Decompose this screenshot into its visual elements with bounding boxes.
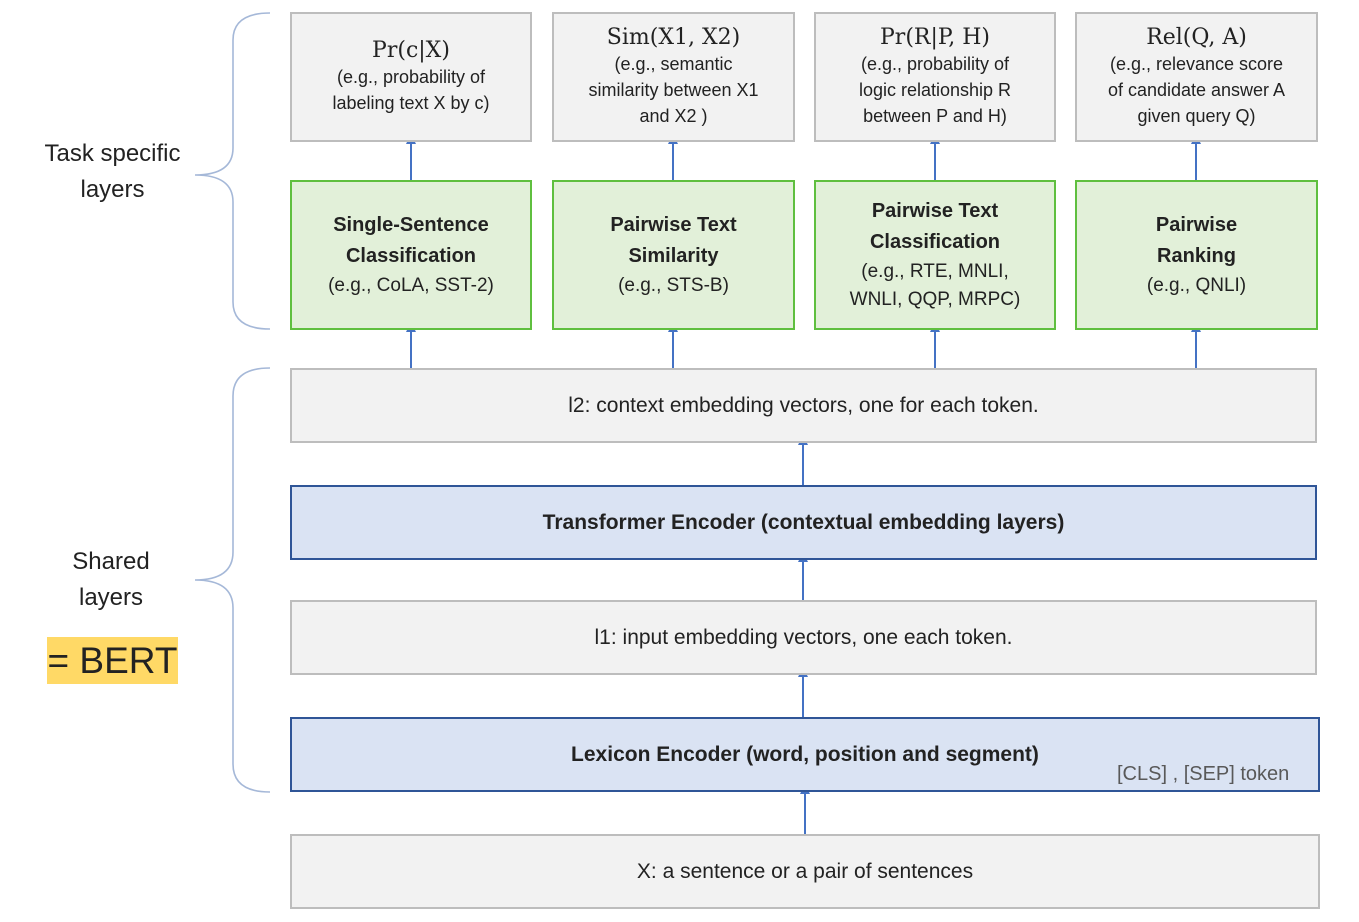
task-title-line: Classification — [869, 231, 1001, 253]
output-desc-line: between P and H) — [863, 106, 1007, 126]
task-example-line: (e.g., RTE, MNLI, — [861, 261, 1009, 282]
task-title-line: Similarity — [628, 245, 719, 267]
output-formula: Pr(c|X) — [372, 38, 450, 63]
output-box-classification: Pr(c|X) (e.g., probability of labeling t… — [290, 12, 532, 142]
task-example-line: (e.g., QNLI) — [1146, 275, 1247, 296]
lexicon-encoder-text: Lexicon Encoder (word, position and segm… — [571, 742, 1039, 766]
task-title-line: Ranking — [1157, 245, 1236, 267]
task-example-line: (e.g., CoLA, SST-2) — [328, 275, 494, 296]
task-title-line: Pairwise Text — [610, 214, 737, 236]
output-formula: Rel(Q, A) — [1146, 25, 1247, 50]
output-desc-line: similarity between X1 — [588, 80, 759, 100]
task-example-line: WNLI, QQP, MRPC) — [849, 289, 1021, 310]
output-desc-line: (e.g., probability of — [860, 54, 1010, 74]
task-box-pairwise-ranking: Pairwise Ranking (e.g., QNLI) — [1075, 180, 1318, 330]
lexicon-encoder-layer: Lexicon Encoder (word, position and segm… — [290, 717, 1320, 792]
output-desc-line: logic relationship R — [858, 80, 1012, 100]
context-embedding-text: l2: context embedding vectors, one for e… — [568, 393, 1039, 417]
output-desc-line: (e.g., semantic — [614, 54, 733, 74]
task-title-line: Pairwise Text — [871, 200, 999, 222]
task-example-line: (e.g., STS-B) — [618, 275, 729, 296]
shared-layers-label: Shared layers — [72, 548, 150, 611]
output-desc-line: labeling text X by c) — [332, 93, 490, 113]
task-box-single-sentence-classification: Single-Sentence Classification (e.g., Co… — [290, 180, 532, 330]
input-embedding-layer: l1: input embedding vectors, one each to… — [290, 600, 1317, 675]
output-desc-line: (e.g., probability of — [336, 67, 486, 87]
input-sentence-text: X: a sentence or a pair of sentences — [636, 859, 974, 883]
shared-brace — [194, 367, 271, 793]
task-title-line: Single-Sentence — [333, 214, 489, 236]
context-embedding-layer: l2: context embedding vectors, one for e… — [290, 368, 1317, 443]
bert-highlight-label: = BERT — [47, 637, 178, 684]
special-token-note: [CLS] , [SEP] token — [1117, 763, 1290, 785]
transformer-encoder-layer: Transformer Encoder (contextual embeddin… — [290, 485, 1317, 560]
task-specific-brace — [194, 12, 271, 330]
task-box-pairwise-text-classification: Pairwise Text Classification (e.g., RTE,… — [814, 180, 1056, 330]
output-desc-line: and X2 ) — [639, 106, 708, 126]
output-box-relevance: Rel(Q, A) (e.g., relevance score of cand… — [1075, 12, 1318, 142]
output-desc-line: given query Q) — [1137, 106, 1256, 126]
input-sentence-layer: X: a sentence or a pair of sentences — [290, 834, 1320, 909]
output-formula: Pr(R|P, H) — [880, 25, 990, 50]
task-specific-label: Task specific layers — [44, 140, 181, 203]
transformer-encoder-text: Transformer Encoder (contextual embeddin… — [542, 510, 1065, 534]
output-box-relationship: Pr(R|P, H) (e.g., probability of logic r… — [814, 12, 1056, 142]
task-box-pairwise-text-similarity: Pairwise Text Similarity (e.g., STS-B) — [552, 180, 795, 330]
output-desc-line: of candidate answer A — [1107, 80, 1286, 100]
output-desc-line: (e.g., relevance score — [1109, 54, 1284, 74]
input-embedding-text: l1: input embedding vectors, one each to… — [594, 625, 1013, 649]
output-box-similarity: Sim(X1, X2) (e.g., semantic similarity b… — [552, 12, 795, 142]
task-title-line: Classification — [345, 245, 477, 267]
task-title-line: Pairwise — [1155, 214, 1238, 236]
output-formula: Sim(X1, X2) — [606, 25, 741, 50]
